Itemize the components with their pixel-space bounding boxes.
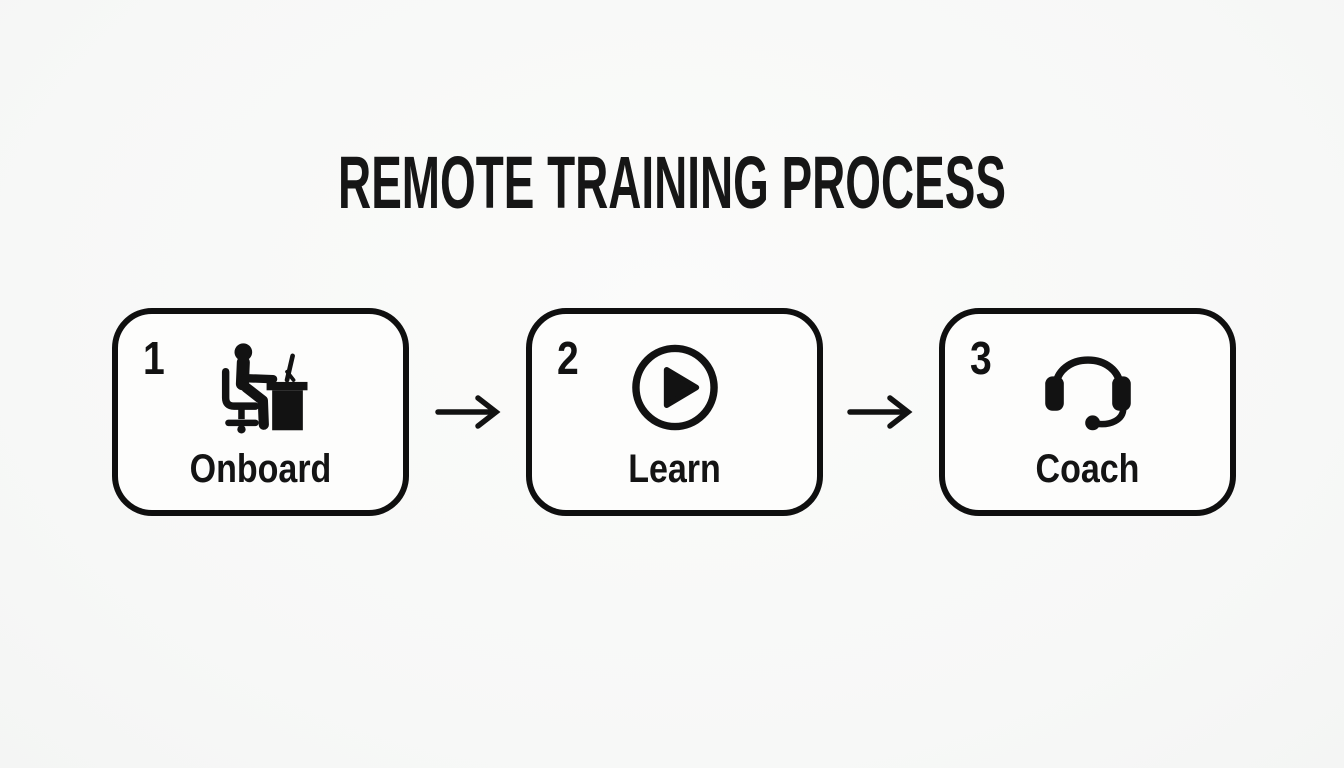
step-number: 1 <box>143 332 165 384</box>
step-box-learn: 2 Learn <box>526 308 823 516</box>
headset-mic-icon <box>1041 341 1134 434</box>
step-label: Coach <box>1035 447 1140 491</box>
arrow-right-icon <box>435 390 503 434</box>
step-box-onboard: 1 Onboard <box>112 308 409 516</box>
arrow-right-icon <box>847 390 915 434</box>
diagram-title: REMOTE TRAINING PROCESS <box>338 141 1006 224</box>
person-at-desk-icon <box>214 341 307 434</box>
play-video-icon <box>628 341 721 434</box>
step-box-coach: 3 Coach <box>939 308 1236 516</box>
step-label: Onboard <box>189 447 332 491</box>
step-number: 2 <box>557 332 579 384</box>
step-number: 3 <box>970 332 992 384</box>
step-label: Learn <box>628 447 721 491</box>
